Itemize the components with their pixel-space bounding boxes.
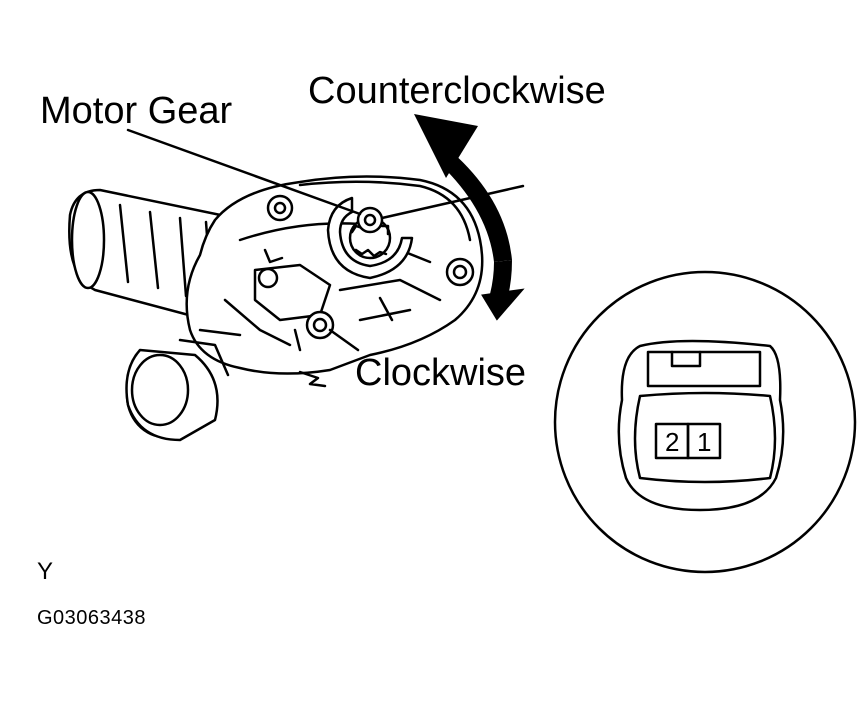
clockwise-leader-line <box>328 328 360 352</box>
connector-latch <box>646 350 762 388</box>
detail-circle <box>553 270 857 574</box>
connector-housing <box>617 339 785 512</box>
motor-gear <box>326 196 414 280</box>
mounting-bosses <box>257 194 475 340</box>
figure-code: G03063438 <box>37 607 147 629</box>
connector-detail <box>553 270 857 574</box>
view-letter: Y <box>37 558 54 585</box>
housing-edge <box>298 370 327 388</box>
pin-2-label: 2 <box>665 427 679 457</box>
pin-1-cell <box>686 422 722 460</box>
counterclockwise-label: Counterclockwise <box>308 70 606 112</box>
connector-face <box>633 391 777 484</box>
gear-housing <box>185 175 484 375</box>
rotation-arrows <box>414 114 525 321</box>
motor-gear-leader-line <box>126 128 362 216</box>
pin-1-label: 1 <box>697 427 711 457</box>
gear-right-leader-line <box>380 184 525 220</box>
motor-gear-label: Motor Gear <box>40 90 233 132</box>
motor-connector <box>125 328 242 442</box>
clockwise-label: Clockwise <box>355 352 527 394</box>
